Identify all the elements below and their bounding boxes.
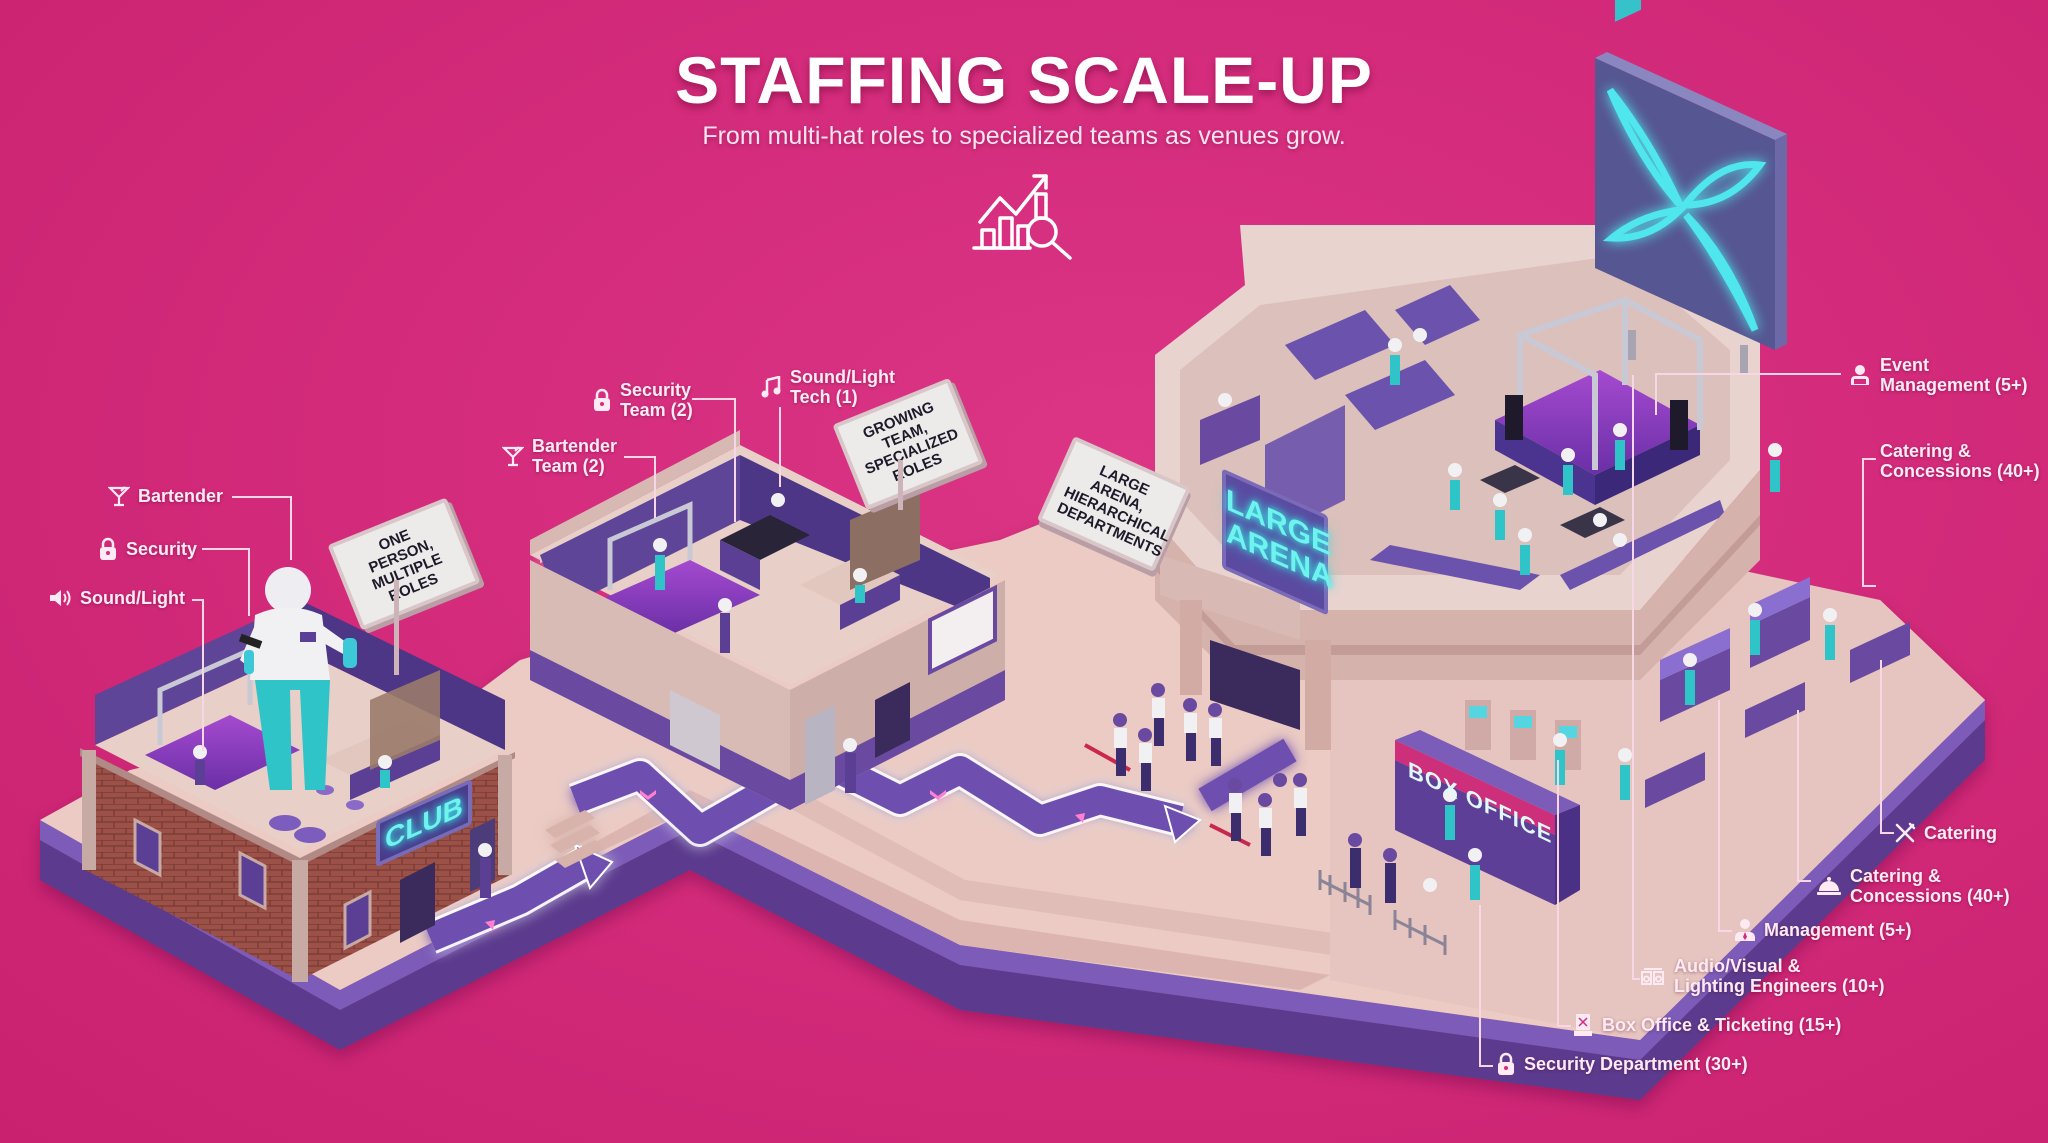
connector-line	[692, 398, 736, 522]
connector-line	[1632, 375, 1640, 980]
club-building	[80, 600, 515, 982]
large-arena-building	[1084, 0, 1985, 1040]
music-note-icon	[761, 376, 781, 398]
connector-line	[192, 599, 204, 751]
padlock-icon	[594, 388, 610, 411]
role-label-catering-concessions-lower: Catering &Concessions (40+)	[1816, 866, 2010, 906]
role-label-security-department: Security Department (30+)	[1496, 1052, 1748, 1076]
connector-line	[202, 548, 250, 616]
fork-knife-icon	[1895, 822, 1916, 843]
speaker-icon	[50, 590, 71, 606]
role-label-catering-concessions-upper: Catering &Concessions (40+)	[1880, 441, 2040, 481]
placard-post	[898, 460, 903, 510]
connector-line	[1718, 700, 1732, 932]
growth-chart-magnifier-icon	[972, 174, 1072, 260]
av-equipment-icon	[1641, 968, 1664, 985]
connector-line	[1862, 458, 1876, 587]
connector-line	[624, 456, 656, 518]
person-tie-icon	[1735, 919, 1755, 941]
connector-line	[1479, 905, 1493, 1067]
cocktail-icon	[502, 446, 524, 467]
connector-line	[1797, 710, 1811, 882]
connector-line	[232, 496, 292, 560]
growth-path	[423, 532, 1297, 954]
padlock-icon	[100, 537, 116, 560]
connector-line	[1557, 760, 1571, 1027]
placard-post	[394, 580, 399, 675]
role-label-bartender: Bartender	[108, 485, 223, 507]
manager-desk-icon	[1851, 365, 1869, 385]
staff-figures	[193, 328, 1837, 903]
role-label-security: Security	[98, 537, 197, 561]
multi-role-figure	[238, 567, 357, 790]
role-label-management: Management (5+)	[1734, 918, 1912, 942]
page-title: STAFFING SCALE-UP	[675, 43, 1373, 117]
role-label-catering: Catering	[1894, 822, 1997, 844]
cloche-icon	[1817, 877, 1841, 895]
role-label-box-office-ticketing: Box Office & Ticketing (15+)	[1574, 1013, 1841, 1037]
ticket-kiosk-icon	[1574, 1014, 1592, 1036]
connector-line	[777, 407, 781, 487]
padlock-icon	[1498, 1052, 1514, 1075]
connector-line	[1880, 660, 1894, 834]
role-label-av-lighting-engineers: Audio/Visual &Lighting Engineers (10+)	[1640, 956, 1885, 996]
cocktail-icon	[108, 486, 130, 507]
mid-venue-building	[530, 430, 1005, 810]
neon-logo-billboard	[1595, 52, 1787, 375]
role-label-sound-light: Sound/Light	[48, 588, 185, 608]
page-subtitle: From multi-hat roles to specialized team…	[702, 122, 1346, 150]
connector-line	[1655, 373, 1841, 415]
